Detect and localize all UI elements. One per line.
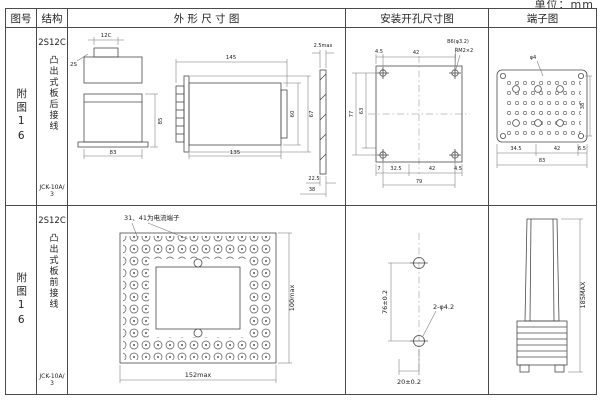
row1-outline-cell: 12C 2S 85 83 [68,28,346,206]
header-terminal: 端子图 [489,9,596,28]
dim-135: 135 [230,150,241,156]
unit-label: 单位：mm [534,0,594,11]
terminal-screws [499,73,585,140]
dim-67: 67 [309,110,315,117]
dim-2-5max: 2.5max [314,43,333,49]
row1-fig-no-cell: 附图16 [6,28,37,206]
dim-32-5: 32.5 [390,166,401,172]
dim-38: 38 [309,187,315,193]
dim-20: 20±0.2 [397,378,421,386]
terminal-dim-lines [496,60,592,168]
install-dim-lines [352,46,463,188]
dim-83: 83 [110,150,117,156]
row2-install-drawing: 76±0.2 2-φ4.2 20±0.2 [381,232,454,386]
fig-no-label: 附图16 [15,271,28,329]
dim-38-right: 38 [580,103,586,109]
row1-structure-cell: 2S12C 凸出式板后接线 JCK-10A/3 [37,28,68,206]
row1-install-cell: 4.5 42 B6(φ3.2) RM2×2 77 63 7 32.5 42 4.… [346,28,489,206]
dim-76: 76±0.2 [381,289,389,313]
side-view-dim-lines [175,59,311,159]
row2-terminal-drawing: 185MAX [516,218,587,372]
relay-side-view [175,75,288,153]
dim-79: 79 [416,179,422,185]
row1-terminal-cell: φ4 38 34.5 42 6.5 83 [489,28,596,206]
dim-42-term: 42 [554,146,560,152]
model-label: 2S12C [38,38,66,48]
dim-185max: 185MAX [579,280,587,307]
relay-top-view [83,47,143,84]
fig-no-label: 附图16 [15,88,28,145]
relay-front-view [77,93,149,148]
dim-100max: 100max [288,284,296,311]
spec-table: 图号 结构 外 形 尺 寸 图 安装开孔尺寸图 端子图 附图16 2S12C 凸… [5,8,597,395]
model-label: 2S12C [38,216,66,226]
dim-12c: 12C [101,33,112,39]
terminal-ring-field [123,235,273,360]
terminal-pin-field [503,76,581,136]
dim-2s: 2S [70,62,77,68]
row2-outline-cell: 31、41为电流端子 100ma [68,206,346,394]
dim-6-5: 6.5 [578,146,586,152]
mount-type-label: 凸出式板后接线 [47,55,58,132]
mount-type-label: 凸出式板前接线 [47,233,58,310]
row2-terminal-cell: 185MAX [489,206,596,394]
row2-fig-no-cell: 附图16 [6,206,37,394]
dim-22-5: 22.5 [308,176,319,182]
centerlines [368,56,470,174]
dim-85: 85 [158,117,164,124]
header-outline: 外 形 尺 寸 图 [68,9,346,28]
dim-60: 60 [290,110,296,117]
hole-spec-label: B6(φ3.2) [447,39,469,45]
screw-spec-label: RM2×2 [455,48,473,54]
row1-terminal-drawing: φ4 38 34.5 42 6.5 83 [496,55,592,168]
dim-4-5-bottom: 4.5 [454,166,462,172]
dim-4-5-top: 4.5 [375,49,383,55]
dim-145: 145 [226,55,237,61]
model-code-label: JCK-10A/3 [39,184,65,199]
row1-outline-drawing: 12C 2S 85 83 [70,33,336,197]
dim-83-term: 83 [539,158,545,164]
drill-dim-lines [388,262,437,375]
model-code-label: JCK-10A/3 [39,373,65,388]
board-dim-lines [119,232,292,383]
header-install: 安装开孔尺寸图 [346,9,489,28]
row1-install-drawing: 4.5 42 B6(φ3.2) RM2×2 77 63 7 32.5 42 4.… [349,39,473,188]
dim-2-phi4-2: 2-φ4.2 [433,303,454,311]
dim-63: 63 [359,108,365,114]
terminal-block-outline [496,69,588,143]
dim-34-5: 34.5 [510,146,521,152]
profile-dim-lines [561,218,583,372]
dim-42-bottom: 42 [429,166,435,172]
header-structure: 结构 [37,9,68,28]
header-fig-no: 图号 [6,9,37,28]
dim-phi4: φ4 [530,55,536,61]
dim-152max: 152max [185,371,212,379]
dim-7: 7 [377,166,380,172]
dim-77: 77 [349,111,355,117]
front-view-dim-lines [83,93,158,159]
dim-42-top: 42 [413,50,419,56]
board-screws [193,258,203,337]
current-terminal-note: 31、41为电流端子 [124,213,180,222]
relay-side-profile [516,218,568,372]
panel-section-view [319,69,327,175]
mounting-plate [375,65,463,163]
panel-dim-lines [300,50,336,197]
row2-outline-drawing: 31、41为电流端子 100ma [119,213,296,383]
top-view-dim-lines [76,37,124,62]
row2-structure-cell: 2S12C 凸出式板前接线 JCK-10A/3 [37,206,68,394]
row2-install-cell: 76±0.2 2-φ4.2 20±0.2 [346,206,489,394]
